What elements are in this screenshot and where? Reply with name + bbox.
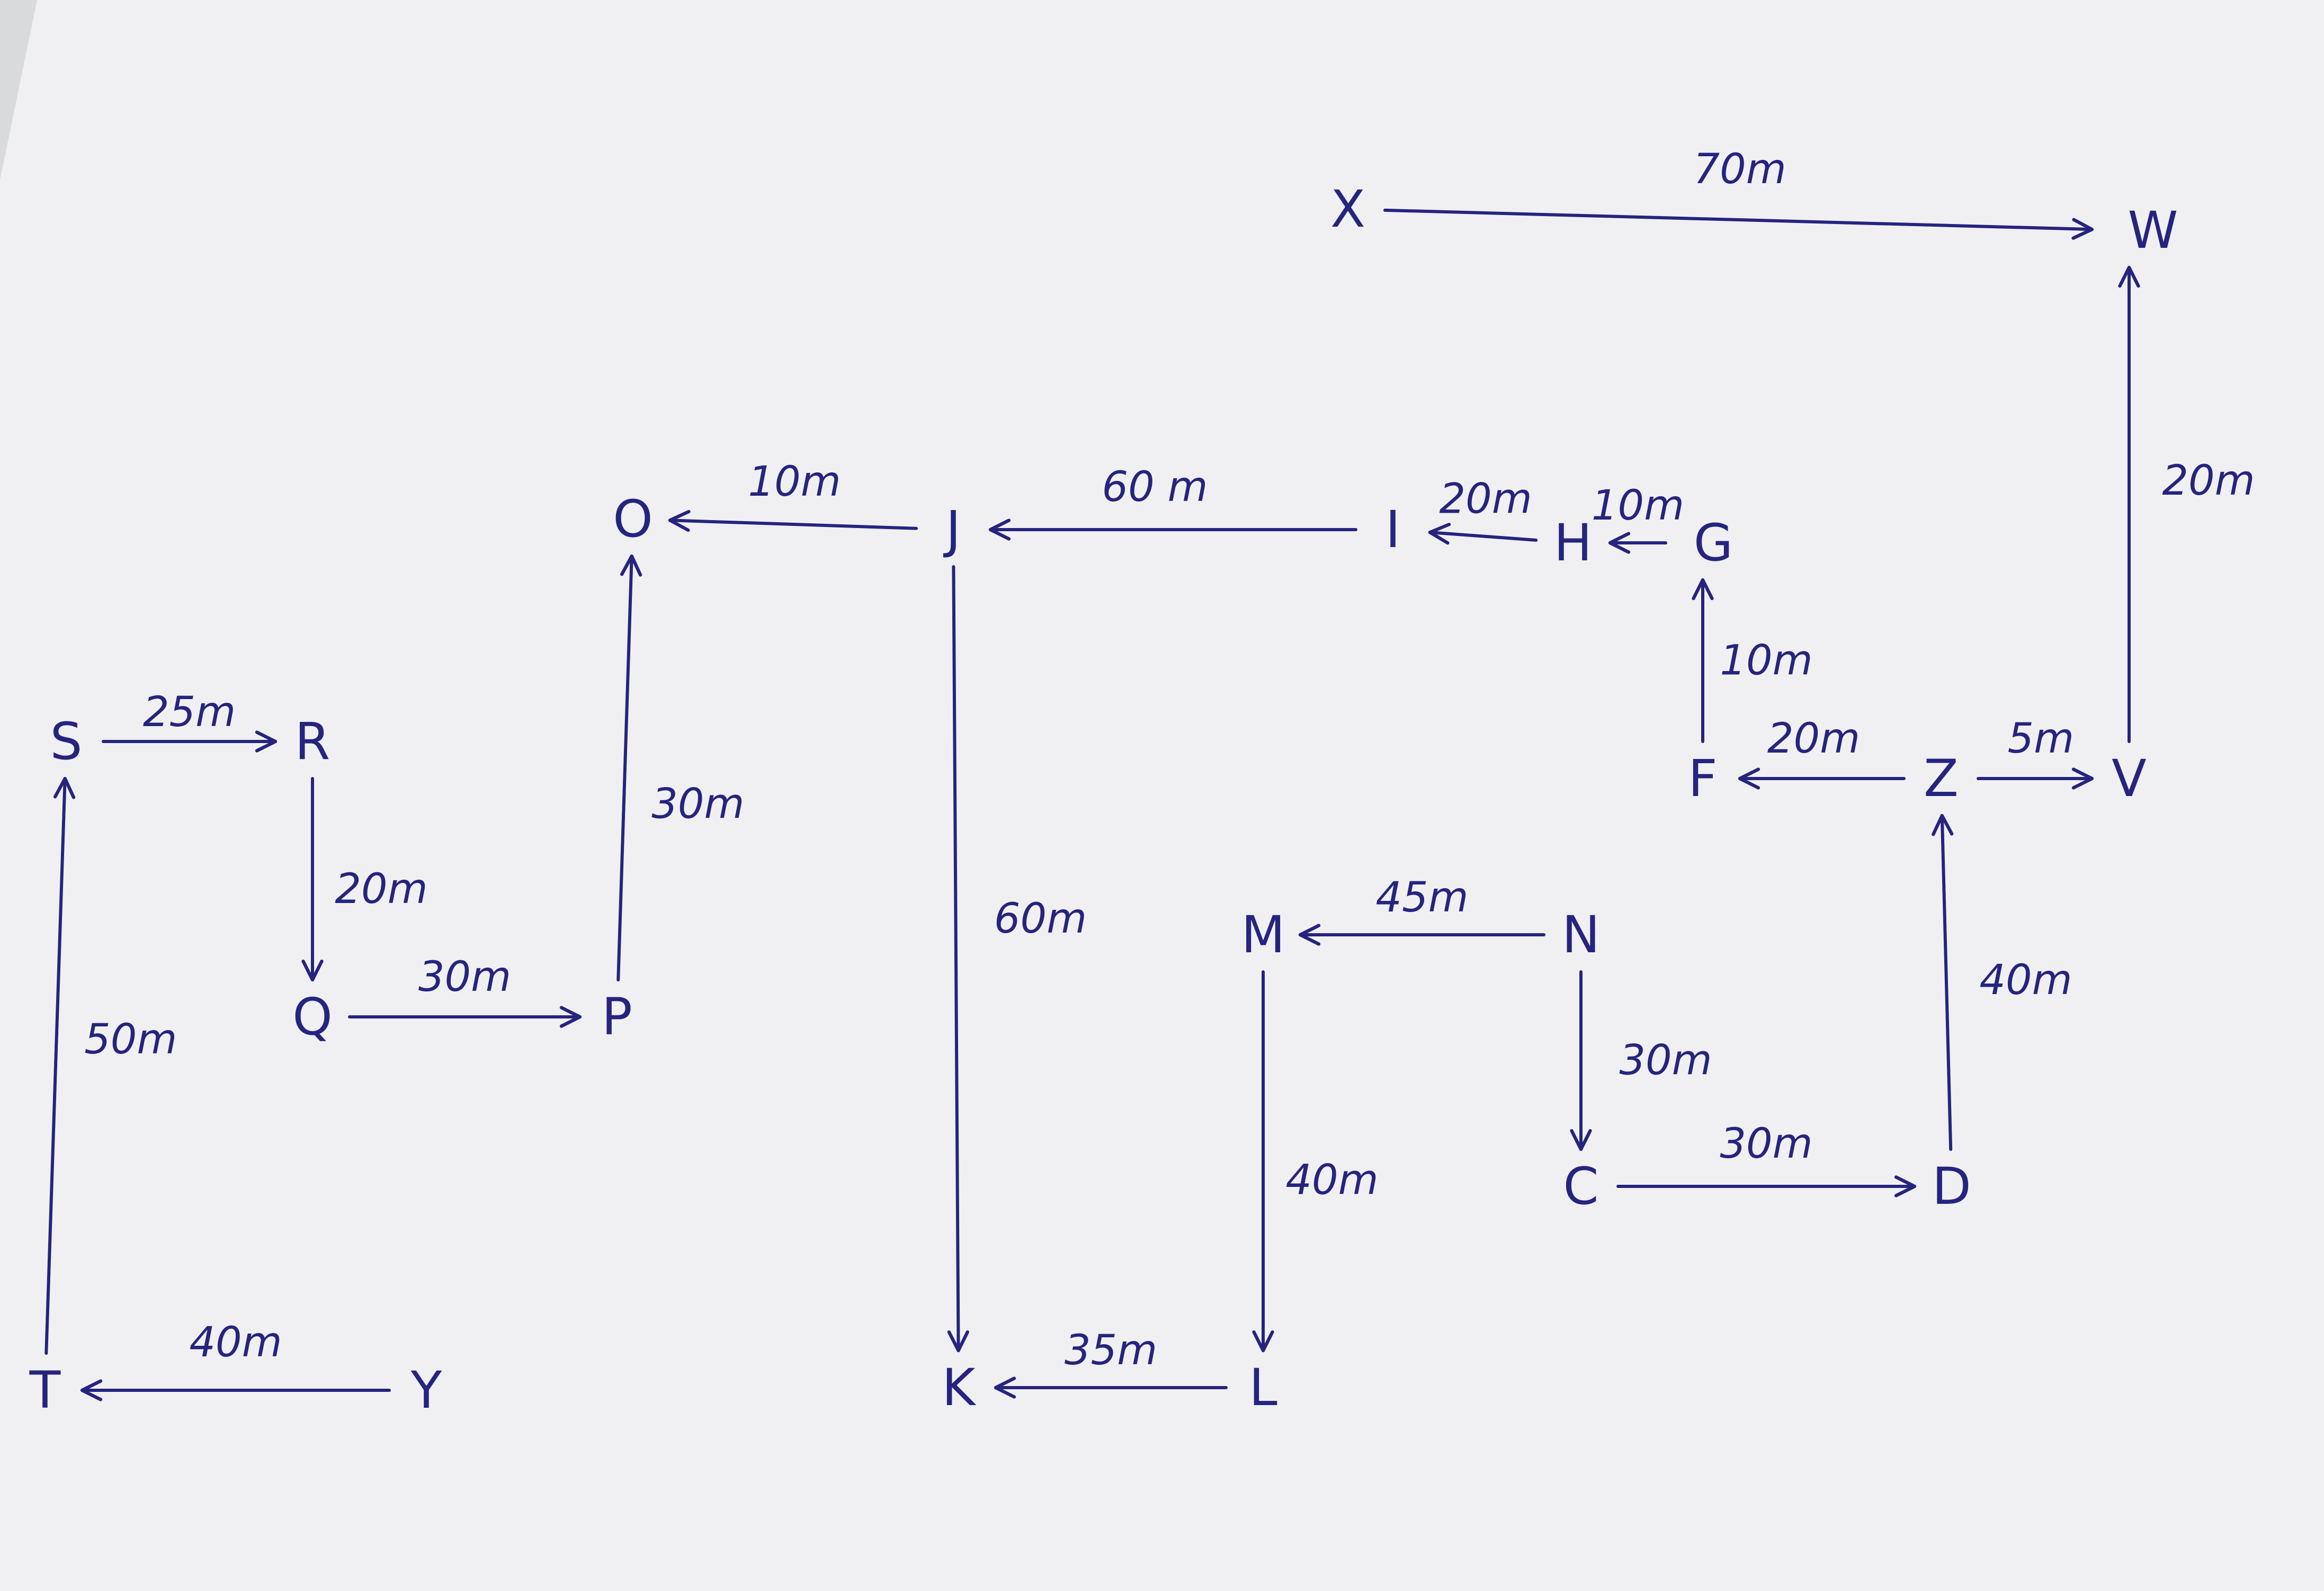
edge-arrow: [1428, 523, 1538, 545]
point-label-x: X: [1330, 180, 1365, 239]
edge-r-q: 20m: [301, 777, 428, 982]
edge-arrow: [947, 565, 970, 1353]
edge-z-v: 5m: [1977, 715, 2094, 790]
point-label-d: D: [1932, 1157, 1971, 1216]
point-label-c: C: [1563, 1157, 1598, 1216]
point-label-g: G: [1694, 513, 1733, 573]
edge-l-k: 35m: [994, 1327, 1228, 1399]
point-label-j: J: [943, 500, 961, 559]
points-layer: X W V Z F G H I J O P Q R S T Y K L M N C D: [29, 180, 2178, 1420]
distance-label: 45m: [1375, 874, 1468, 922]
point-label-k: K: [942, 1358, 977, 1417]
distance-label: 20m: [1440, 476, 1532, 523]
point-label-i: I: [1386, 500, 1400, 559]
distance-label: 10m: [748, 458, 841, 506]
distance-label: 35m: [1065, 1327, 1157, 1374]
edge-m-l: 40m: [1252, 970, 1379, 1353]
distance-label: 5m: [2007, 715, 2074, 763]
point-label-f: F: [1688, 749, 1717, 808]
distance-label: 20m: [2162, 457, 2255, 505]
edge-x-w: 70m: [1383, 146, 2094, 240]
point-label-t: T: [29, 1361, 61, 1420]
point-label-m: M: [1241, 905, 1285, 964]
point-label-q: Q: [292, 987, 333, 1047]
point-label-h: H: [1554, 513, 1592, 573]
distance-label: 40m: [1979, 957, 2072, 1004]
edge-p-o: 30m: [616, 554, 745, 982]
distance-label: 20m: [1767, 715, 1860, 763]
point-label-r: R: [295, 712, 330, 771]
distance-label: 30m: [418, 953, 511, 1001]
edge-y-t: 40m: [80, 1319, 391, 1401]
distance-label: 10m: [1592, 482, 1684, 530]
edge-f-g: 10m: [1692, 578, 1813, 743]
point-label-v: V: [2112, 749, 2147, 808]
distance-label: 30m: [651, 780, 744, 828]
edge-g-h: 10m: [1592, 482, 1684, 554]
edge-n-m: 45m: [1298, 874, 1545, 946]
distance-label: 50m: [84, 1016, 177, 1063]
edge-arrow: [616, 554, 642, 982]
edge-q-p: 30m: [348, 953, 582, 1028]
edge-s-r: 25m: [102, 689, 278, 753]
edge-arrow: [1383, 208, 2094, 240]
distance-label: 10m: [1720, 637, 1812, 685]
distance-label: 60m: [994, 895, 1087, 943]
point-label-w: W: [2128, 201, 2178, 260]
point-label-y: Y: [410, 1361, 442, 1420]
edge-arrow: [44, 776, 76, 1355]
distance-label: 70m: [1693, 146, 1786, 193]
edge-d-z: 40m: [1932, 814, 2072, 1151]
edge-j-k: 60m: [947, 565, 1087, 1353]
edge-arrow: [1932, 814, 1954, 1151]
distance-label: 60 m: [1102, 463, 1208, 511]
point-label-s: S: [50, 712, 83, 771]
distance-label: 20m: [335, 865, 427, 913]
edge-arrow: [668, 510, 918, 532]
edge-z-f: 20m: [1738, 715, 1906, 790]
point-label-z: Z: [1924, 749, 1959, 808]
distance-label: 40m: [189, 1319, 282, 1366]
distance-label: 40m: [1285, 1156, 1378, 1204]
edge-v-w: 20m: [2118, 265, 2255, 743]
distance-label: 30m: [1619, 1037, 1712, 1085]
point-label-l: L: [1249, 1358, 1277, 1417]
edge-i-j: 60 m: [988, 463, 1357, 541]
point-label-p: P: [602, 987, 632, 1047]
point-label-o: O: [613, 489, 653, 549]
edge-j-o: 10m: [668, 458, 918, 532]
edge-c-d: 30m: [1616, 1120, 1917, 1197]
edge-h-i: 20m: [1428, 476, 1538, 545]
edge-t-s: 50m: [44, 776, 177, 1355]
distance-label: 30m: [1720, 1120, 1812, 1168]
edges-layer: 70m 20m 5m 20m 10m 10m 20m 60 m 10m 60m 35m 40m 45m 3…: [44, 146, 2255, 1401]
edge-n-c: 30m: [1570, 970, 1712, 1151]
distance-label: 25m: [143, 689, 236, 736]
point-label-n: N: [1562, 905, 1600, 964]
